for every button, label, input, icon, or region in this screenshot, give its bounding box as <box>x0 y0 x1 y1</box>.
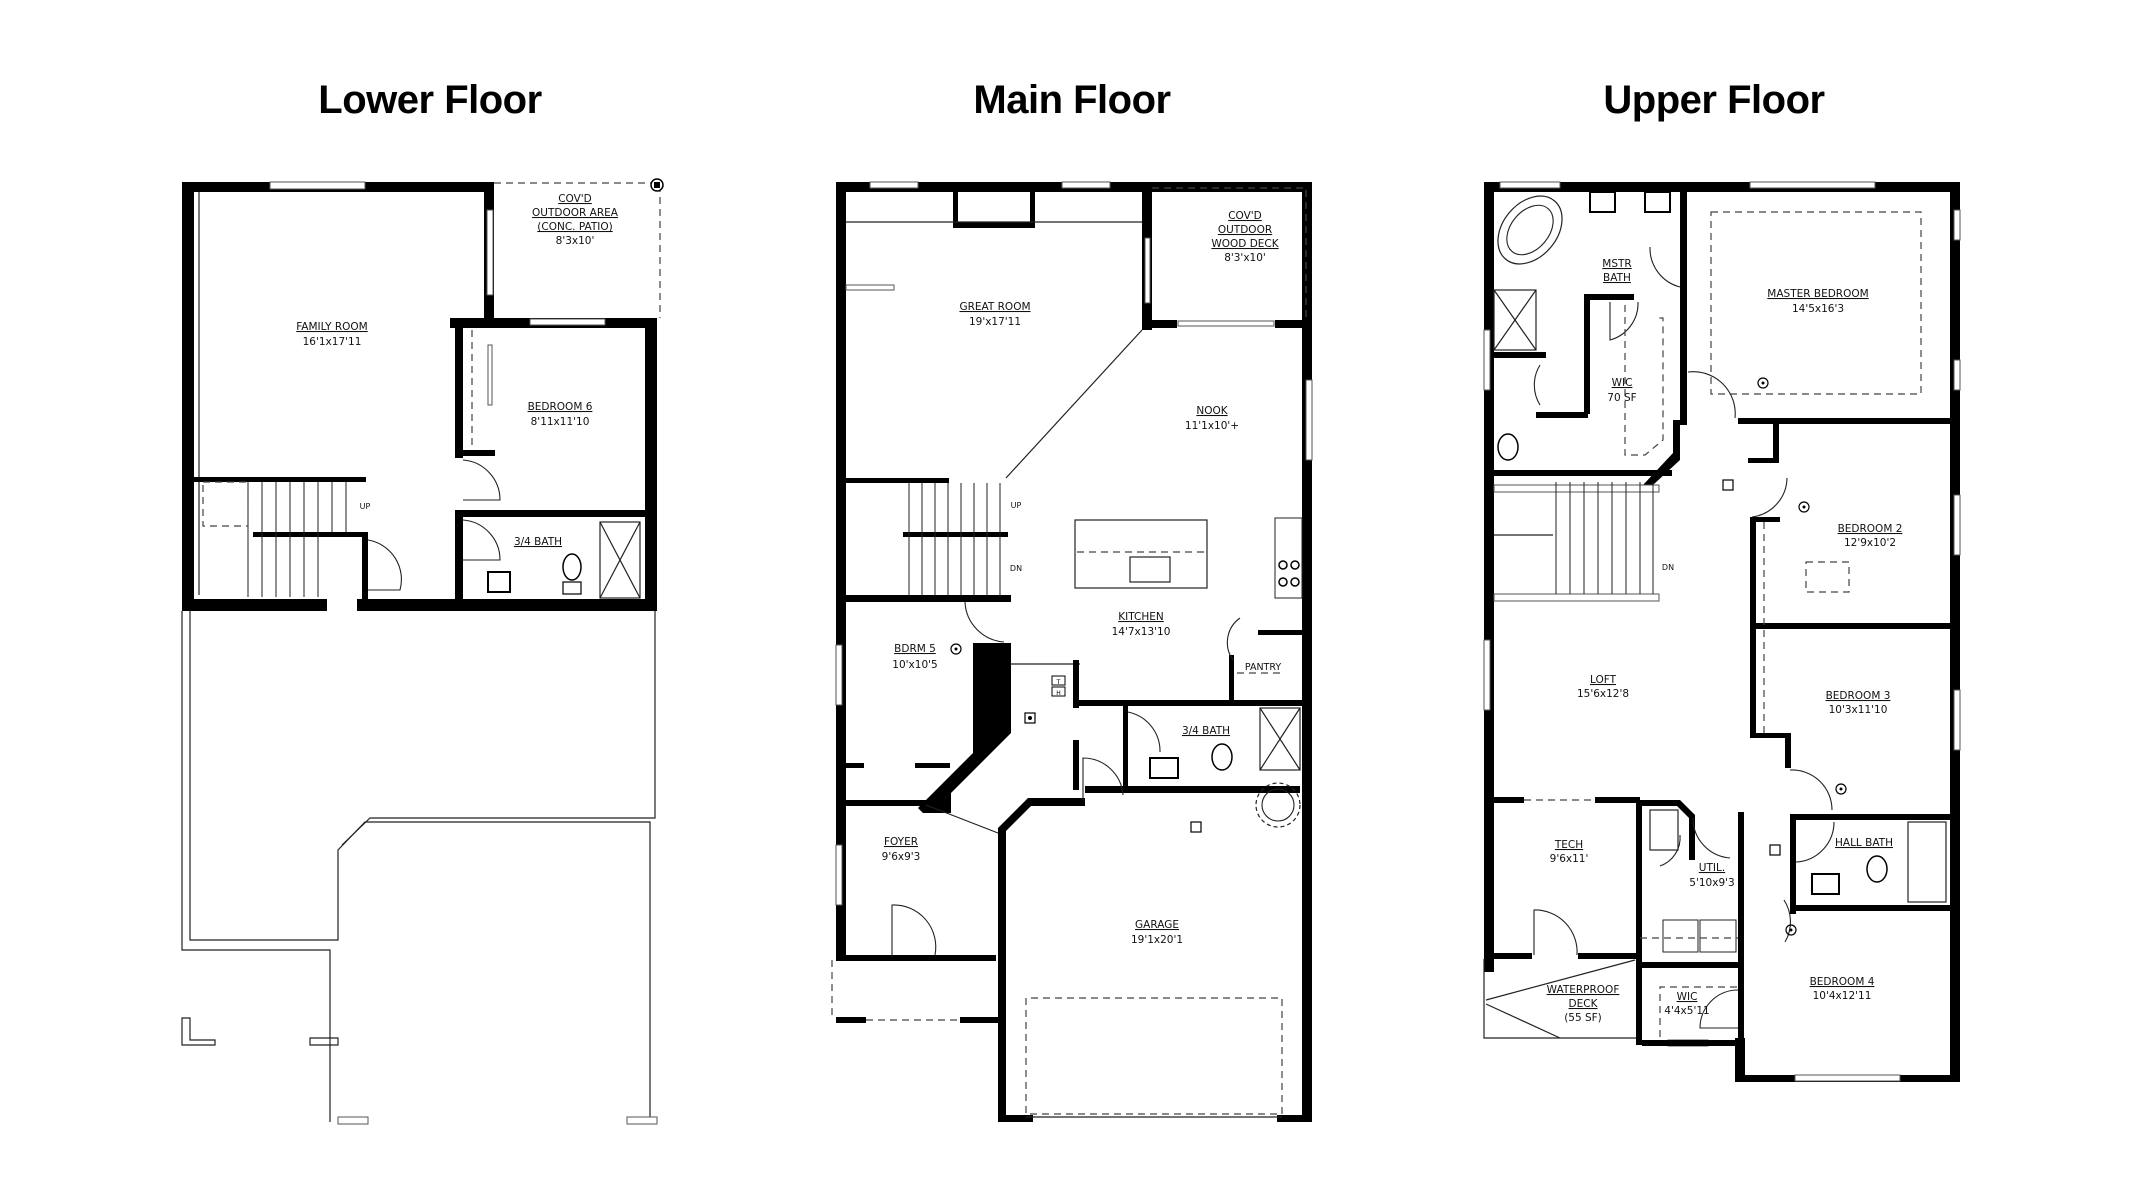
stair-down-label: DN <box>1662 563 1674 572</box>
stair-down-label: DN <box>1010 564 1022 573</box>
room-label: BDRM 5 <box>894 643 936 655</box>
room-size: 8'3x10' <box>556 235 595 247</box>
upper-floor-plan: MSTR BATH MASTER BEDROOM 14'5x16'3 WIC 7… <box>1483 181 1961 1082</box>
lower-floor-title: Lower Floor <box>318 78 542 122</box>
room-label: BEDROOM 2 <box>1838 523 1903 535</box>
humidistat-label: H <box>1056 690 1061 697</box>
room-label: OUTDOOR <box>1218 224 1272 236</box>
room-label: TECH <box>1554 839 1583 851</box>
room-label: FOYER <box>884 836 918 848</box>
room-label: 3/4 BATH <box>514 536 562 548</box>
room-label: BEDROOM 3 <box>1826 690 1891 702</box>
thermostat-label: T <box>1056 679 1061 686</box>
room-size: 14'5x16'3 <box>1792 303 1844 315</box>
room-size: 15'6x12'8 <box>1577 688 1629 700</box>
room-size: 10'4x12'11 <box>1813 990 1872 1002</box>
room-label: (CONC. PATIO) <box>537 221 612 233</box>
room-label: BEDROOM 6 <box>528 401 593 413</box>
stair-up-label: UP <box>1011 501 1022 510</box>
room-size: 16'1x17'11 <box>303 336 362 348</box>
room-size: 19'1x20'1 <box>1131 934 1183 946</box>
room-label: BATH <box>1603 272 1631 284</box>
room-size: 8'11x11'10 <box>531 416 590 428</box>
room-size: 14'7x13'10 <box>1112 626 1171 638</box>
room-size: 10'3x11'10 <box>1829 704 1888 716</box>
room-label: MSTR <box>1602 258 1631 270</box>
room-label: OUTDOOR AREA <box>532 207 619 219</box>
room-label: 3/4 BATH <box>1182 725 1230 737</box>
room-label: PANTRY <box>1245 662 1282 673</box>
room-label: GARAGE <box>1135 919 1179 931</box>
room-size: (55 SF) <box>1564 1012 1602 1024</box>
room-size: 5'10x9'3 <box>1689 877 1734 889</box>
room-size: 9'6x11' <box>1550 853 1589 865</box>
room-label: WOOD DECK <box>1211 238 1279 250</box>
room-label: BEDROOM 4 <box>1810 976 1875 988</box>
room-label: LOFT <box>1590 674 1617 686</box>
room-size: 11'1x10'+ <box>1185 420 1239 432</box>
main-floor-plan: T H GREAT ROOM 19'x17'11 COV'D OUTDOOR W… <box>831 181 1313 1122</box>
room-size: 8'3'x10' <box>1224 252 1266 264</box>
room-size: 70 SF <box>1607 392 1636 404</box>
room-size: 4'4x5'11 <box>1664 1005 1709 1017</box>
room-label: COV'D <box>558 193 592 205</box>
room-label: MASTER BEDROOM <box>1767 288 1868 300</box>
room-label: GREAT ROOM <box>959 301 1030 313</box>
room-label: KITCHEN <box>1118 611 1164 623</box>
lower-floor-plan: FAMILY ROOM 16'1x17'11 BEDROOM 6 8'11x11… <box>181 178 664 1125</box>
stair-label: UP <box>360 502 371 511</box>
room-label: NOOK <box>1196 405 1228 417</box>
upper-floor-title: Upper Floor <box>1603 78 1825 122</box>
main-floor-title: Main Floor <box>973 78 1171 122</box>
room-label: FAMILY ROOM <box>296 321 368 333</box>
room-label: WIC <box>1612 377 1633 389</box>
room-size: 10'x10'5 <box>892 659 937 671</box>
room-label: COV'D <box>1228 210 1262 222</box>
room-label: DECK <box>1569 998 1599 1010</box>
room-label: HALL BATH <box>1835 837 1893 849</box>
room-size: 9'6x9'3 <box>882 851 921 863</box>
room-label: WIC <box>1677 991 1698 1003</box>
room-size: 12'9x10'2 <box>1844 537 1896 549</box>
room-size: 19'x17'11 <box>969 316 1021 328</box>
room-label: UTIL. <box>1699 862 1725 874</box>
room-label: WATERPROOF <box>1547 984 1620 996</box>
